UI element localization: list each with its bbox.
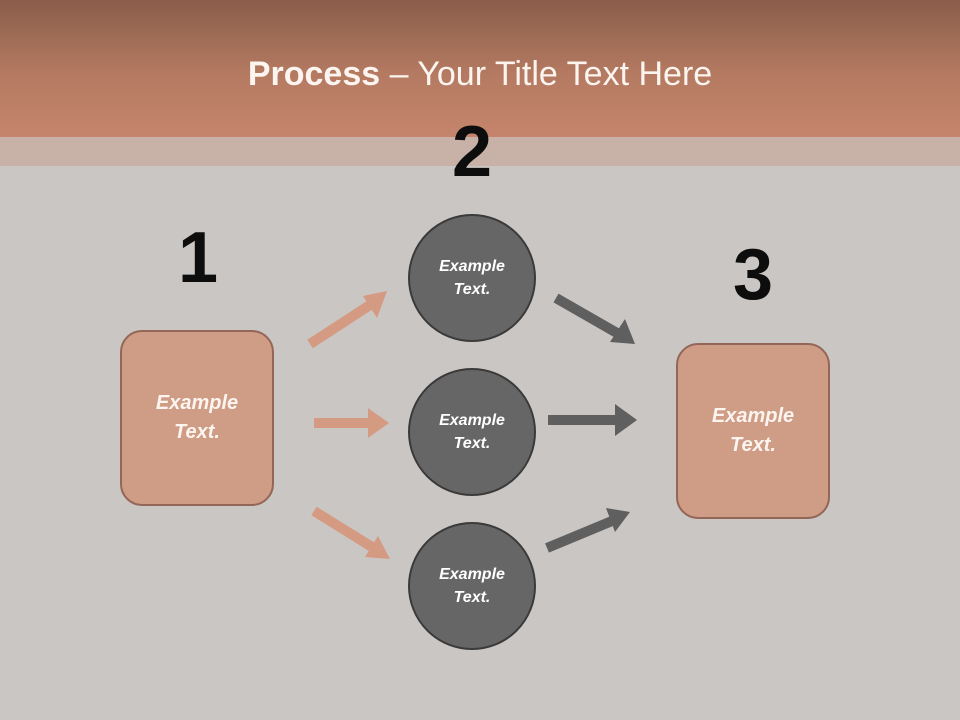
arrow-from-middle-circle bbox=[548, 404, 637, 436]
step-number-1: 1 bbox=[177, 218, 219, 298]
header-band bbox=[0, 137, 960, 166]
left-process-box[interactable]: Example Text. bbox=[120, 330, 274, 506]
arrow-to-middle-circle bbox=[314, 408, 389, 438]
arrow-to-top-circle bbox=[307, 291, 387, 349]
right-process-box[interactable]: Example Text. bbox=[676, 343, 830, 519]
arrow-from-top-circle bbox=[553, 293, 635, 344]
arrow-to-bottom-circle bbox=[311, 506, 390, 559]
process-circle-bottom[interactable]: Example Text. bbox=[408, 522, 536, 650]
slide-title[interactable]: Process – Your Title Text Here bbox=[0, 52, 960, 96]
title-bold: Process bbox=[247, 55, 381, 93]
title-rest: – Your Title Text Here bbox=[380, 55, 713, 93]
title-header-bar bbox=[0, 0, 960, 137]
arrow-from-bottom-circle bbox=[545, 508, 630, 553]
process-circle-top[interactable]: Example Text. bbox=[408, 214, 536, 342]
process-circle-middle[interactable]: Example Text. bbox=[408, 368, 536, 496]
step-number-3: 3 bbox=[732, 235, 774, 315]
step-number-2: 2 bbox=[451, 112, 493, 192]
